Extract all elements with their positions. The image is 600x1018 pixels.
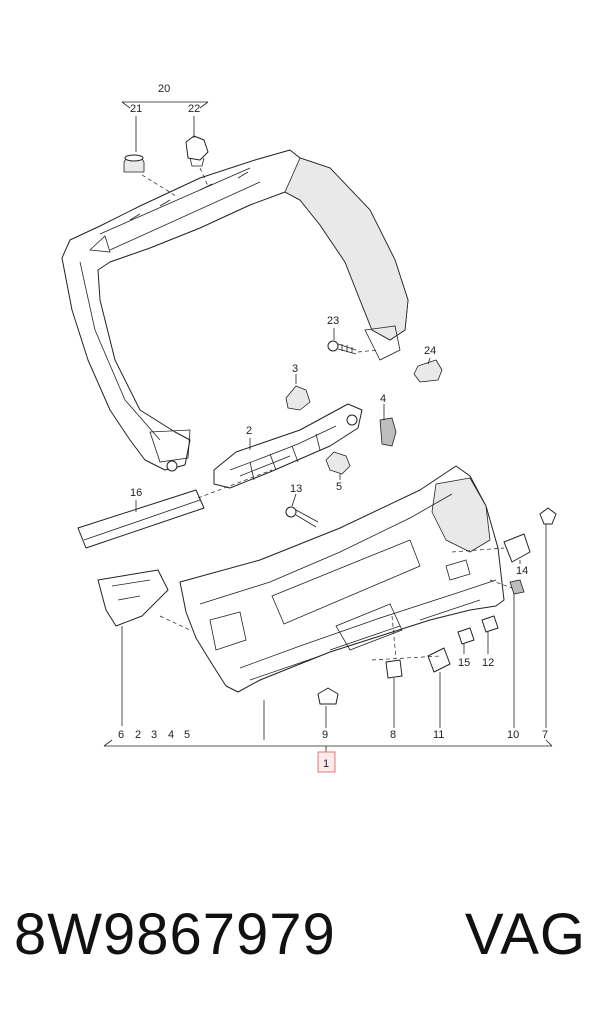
callout-4: 4 (380, 393, 386, 405)
callout-2: 2 (246, 425, 252, 437)
part-23-screw (327, 340, 357, 355)
main-tailgate-trim (179, 465, 505, 693)
callout-3: 3 (292, 363, 298, 375)
callout-22: 22 (188, 103, 200, 115)
bottom-callout-10: 10 (507, 729, 519, 741)
callout-21: 21 (130, 103, 142, 115)
bottom-callout-4: 4 (168, 729, 174, 741)
part-16-strip (77, 489, 205, 549)
callout-24: 24 (424, 345, 436, 357)
part-6-side-panel (97, 569, 169, 627)
bottom-callout-6: 6 (118, 729, 124, 741)
bottom-callout-8: 8 (390, 729, 396, 741)
part-8-cap (385, 659, 403, 679)
callout-16: 16 (130, 487, 142, 499)
bottom-callout-5: 5 (184, 729, 190, 741)
callout-5: 5 (336, 481, 342, 493)
part-21-clip (123, 154, 145, 173)
bottom-callout-7: 7 (542, 729, 548, 741)
part-15-clip (457, 627, 475, 645)
callout-12: 12 (482, 657, 494, 669)
part-number: 8W9867979 (14, 902, 336, 967)
part-11-cover (427, 647, 451, 673)
part-4-clip (379, 417, 397, 447)
callout-13: 13 (290, 483, 302, 495)
callout-14: 14 (516, 565, 528, 577)
part-22-clip (185, 135, 209, 167)
main-part-highlight (317, 751, 336, 773)
callout-23: 23 (327, 315, 339, 327)
part-14-block (503, 533, 531, 563)
main-part-callout-1: 1 (323, 758, 329, 770)
part-13-screw (285, 506, 319, 528)
part-24-pin (413, 359, 443, 383)
bottom-callout-9: 9 (322, 729, 328, 741)
callout-20: 20 (158, 83, 170, 95)
exploded-parts-diagram: 20 21 22 23 24 3 4 2 5 13 16 14 15 12 6 … (61, 83, 557, 773)
part-2-handle-bracket (213, 403, 363, 489)
caption-bar: 8W9867979 VAG (0, 890, 600, 980)
brand-label: VAG (464, 902, 586, 967)
bottom-callout-2: 2 (135, 729, 141, 741)
part-5-nut (325, 451, 351, 475)
bottom-callout-3: 3 (151, 729, 157, 741)
part-3-clip (285, 385, 311, 411)
callout-15: 15 (458, 657, 470, 669)
part-7-clip (539, 507, 557, 525)
bottom-callout-11: 11 (433, 729, 444, 741)
upper-frame-trim (61, 149, 409, 472)
part-12-clip (481, 615, 499, 633)
part-9-plug (317, 687, 339, 705)
part-10-clip (509, 579, 525, 595)
